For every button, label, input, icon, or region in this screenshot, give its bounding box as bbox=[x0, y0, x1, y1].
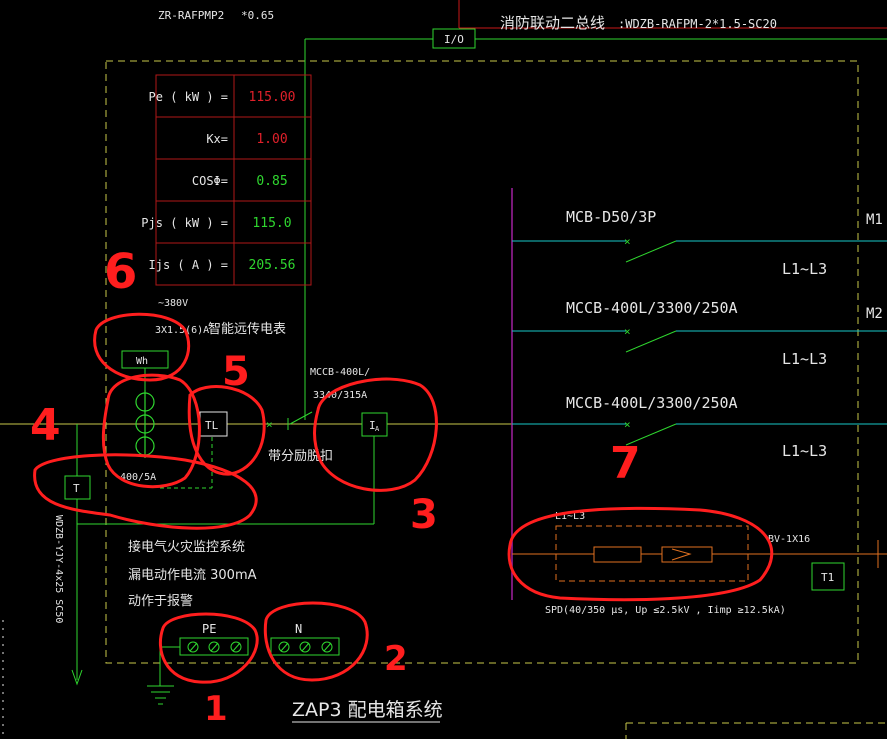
load-table: Pe ( kW ) = 115.00 Kx= 1.00 COSΦ= 0.85 P… bbox=[141, 74, 312, 286]
down-arrow-icon bbox=[71, 669, 83, 686]
annotation-circle-3 bbox=[313, 377, 438, 492]
panel-title: ZAP3 配电箱系统 bbox=[292, 699, 443, 721]
meter-rating: 3X1.5(6)A bbox=[155, 325, 209, 336]
spd-cable: BV-1X16 bbox=[768, 534, 810, 545]
annotation-number-4: 4 bbox=[30, 400, 61, 451]
table-value-pe: 115.00 bbox=[249, 90, 296, 105]
table-label-pe: Pe ( kW ) = bbox=[149, 90, 228, 104]
annotation-number-2: 2 bbox=[384, 639, 408, 679]
left-cable-spec: WDZB-YJY-4x25 SC50 bbox=[53, 515, 64, 623]
fire-bus-spec: :WDZB-RAFPM-2*1.5-SC20 bbox=[618, 17, 777, 31]
annotation-numbers: 1 2 3 4 5 6 7 bbox=[30, 244, 641, 729]
branch-1-phase: L1~L3 bbox=[782, 260, 827, 278]
main-breaker-rating-1: MCCB-400L/ bbox=[310, 367, 370, 378]
branch-1: MCB-D50/3P × L1~L3 M1 bbox=[512, 208, 887, 278]
annotation-circle-7 bbox=[507, 506, 774, 602]
meter-voltage: ~380V bbox=[158, 298, 188, 309]
branch-2: MCCB-400L/3300/250A × L1~L3 M2 bbox=[512, 299, 887, 368]
monitor-note-line1: 接电气火灾监控系统 bbox=[128, 539, 245, 555]
annotation-circle-1 bbox=[158, 612, 259, 684]
io-label: I/O bbox=[444, 33, 464, 46]
svg-text:×: × bbox=[624, 235, 631, 248]
ia-label: I bbox=[369, 419, 376, 432]
svg-text:×: × bbox=[624, 325, 631, 338]
branch-2-phase: L1~L3 bbox=[782, 350, 827, 368]
monitor-note-line3: 动作于报警 bbox=[128, 593, 193, 609]
branch-1-circuit: M1 bbox=[866, 212, 883, 228]
annotation-number-5: 5 bbox=[222, 349, 250, 395]
main-breaker-contact bbox=[289, 411, 313, 425]
table-value-pjs: 115.0 bbox=[252, 216, 291, 231]
branch-1-breaker: MCB-D50/3P bbox=[566, 208, 656, 226]
n-terminal-label: N bbox=[295, 622, 302, 636]
ground-icon bbox=[147, 685, 174, 705]
annotation-circle-2 bbox=[263, 601, 369, 682]
spd-phase: L1~L3 bbox=[555, 511, 585, 522]
monitor-note-line2: 漏电动作电流 300mA bbox=[128, 567, 257, 583]
table-value-kx: 1.00 bbox=[256, 132, 287, 147]
spd-group: L1~L3 BV-1X16 T1 SPD(40/350 μs, Up ≤2.5k… bbox=[512, 511, 887, 616]
shunt-trip-label: 带分励脱扣 bbox=[268, 449, 333, 464]
annotation-circle-6 bbox=[93, 312, 191, 382]
spd-arrow-icon bbox=[671, 548, 692, 561]
branch-2-circuit: M2 bbox=[866, 306, 883, 322]
meter-label: 智能远传电表 bbox=[208, 322, 286, 337]
n-terminal-block bbox=[270, 637, 340, 656]
branch-3-phase: L1~L3 bbox=[782, 442, 827, 460]
main-breaker-x: × bbox=[266, 418, 273, 431]
annotation-number-1: 1 bbox=[204, 689, 228, 729]
left-cable-label: ZR-RAFPMP2 bbox=[158, 9, 224, 22]
t1-box bbox=[811, 562, 845, 591]
spd-spec: SPD(40/350 μs, Up ≤2.5kV , Iimp ≥12.5kA) bbox=[545, 605, 786, 616]
annotation-number-6: 6 bbox=[104, 244, 137, 300]
panel-frame bbox=[105, 60, 859, 664]
annotation-number-7: 7 bbox=[610, 438, 641, 489]
table-value-cos: 0.85 bbox=[256, 174, 287, 189]
annotation-circle-4 bbox=[33, 453, 258, 530]
svg-text:×: × bbox=[624, 418, 631, 431]
spd-dashed-box bbox=[555, 525, 749, 582]
wh-meter-symbol: Wh bbox=[136, 356, 148, 367]
tl-label: TL bbox=[205, 419, 219, 432]
main-breaker-rating-2: 3340/315A bbox=[313, 390, 367, 401]
left-cable-size: *0.65 bbox=[241, 9, 274, 22]
annotations bbox=[33, 312, 774, 684]
table-label-cos: COSΦ= bbox=[192, 174, 228, 188]
spd-resistor bbox=[593, 546, 642, 563]
annotation-circle-5 bbox=[101, 373, 201, 489]
annotation-circle-tl bbox=[187, 385, 266, 476]
table-label-pjs: Pjs ( kW ) = bbox=[141, 216, 228, 230]
n-terminal-screws bbox=[278, 641, 333, 653]
table-value-ijs: 205.56 bbox=[249, 258, 296, 273]
ia-sub: A bbox=[375, 425, 380, 433]
t1-label: T1 bbox=[821, 571, 834, 584]
branch-3: MCCB-400L/3300/250A × L1~L3 bbox=[512, 394, 887, 460]
pe-terminal-screws bbox=[187, 641, 242, 653]
ct-rating: 400/5A bbox=[120, 472, 156, 483]
table-label-kx: Kx= bbox=[206, 132, 228, 146]
branch-2-breaker: MCCB-400L/3300/250A bbox=[566, 299, 738, 317]
annotation-number-3: 3 bbox=[410, 492, 438, 538]
branch-3-breaker: MCCB-400L/3300/250A bbox=[566, 394, 738, 412]
t-label: T bbox=[73, 482, 80, 495]
pe-terminal-label: PE bbox=[202, 622, 216, 636]
fire-bus-label: 消防联动二总线 bbox=[500, 14, 605, 32]
table-label-ijs: Ijs ( A ) = bbox=[149, 258, 228, 272]
